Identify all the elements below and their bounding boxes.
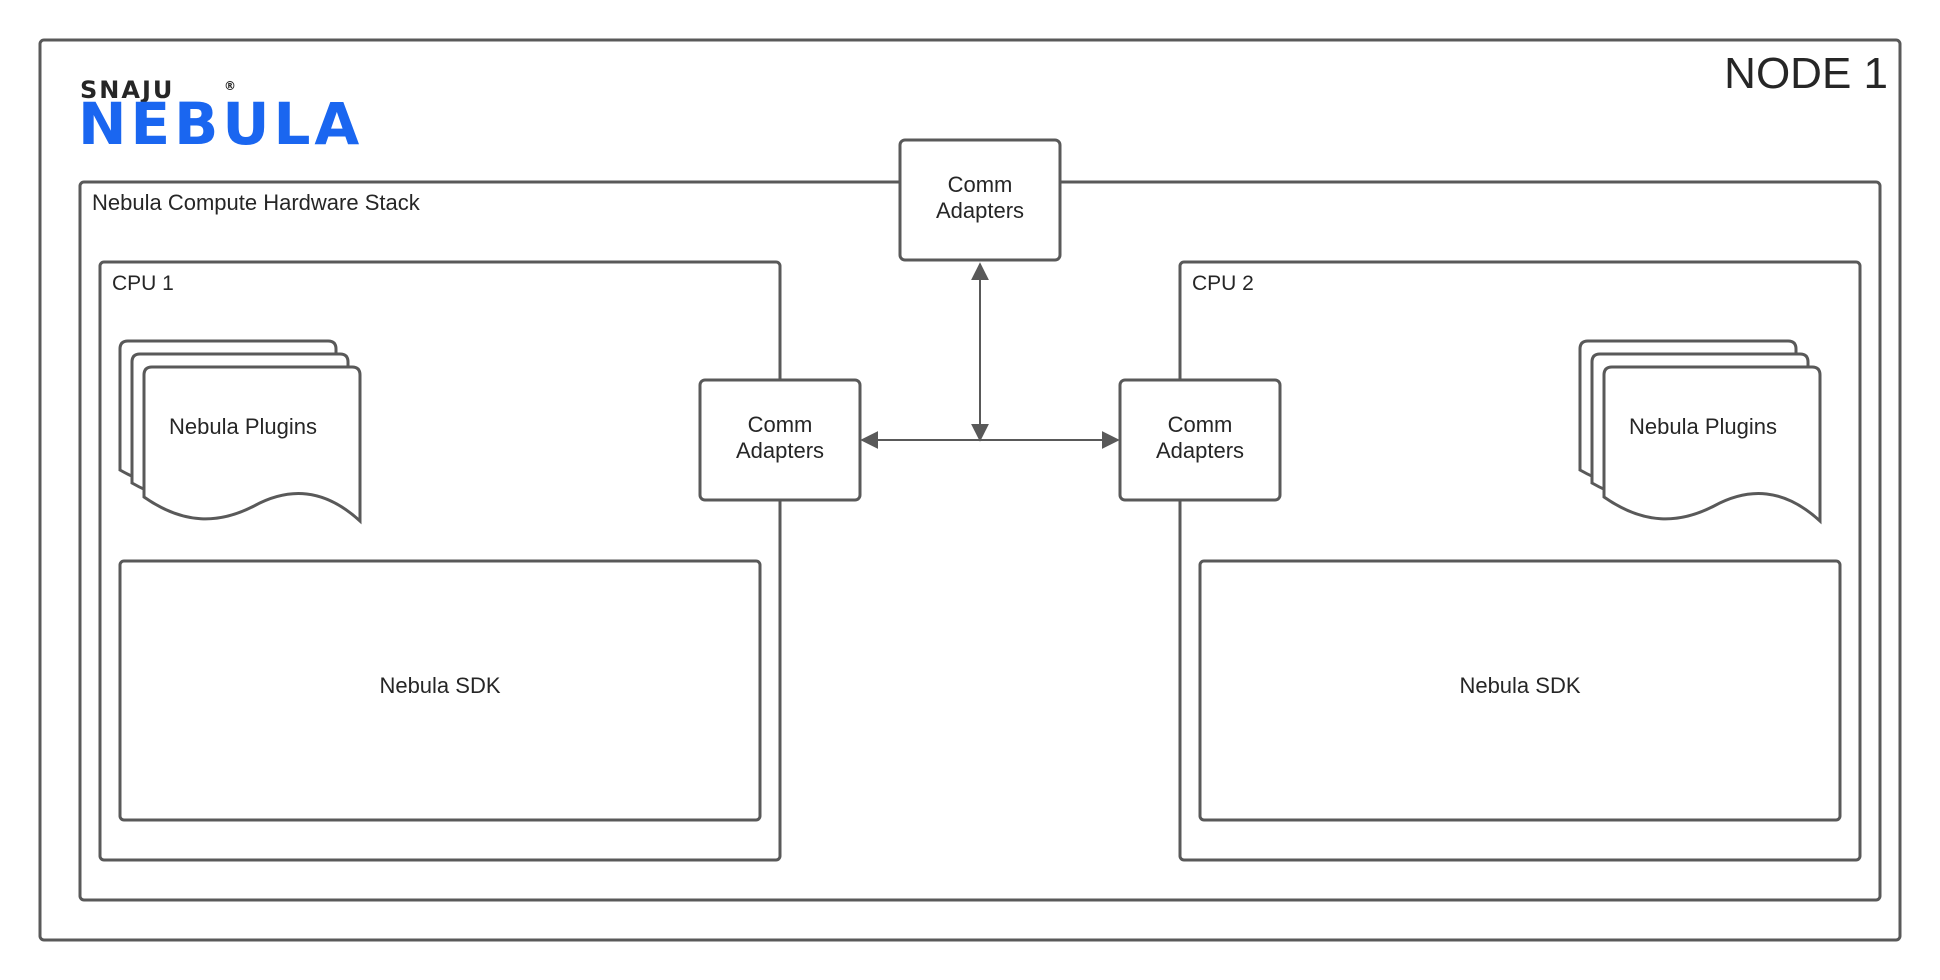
cpu2-comm-adapters-line2: Adapters [1156,438,1244,463]
logo-brand-small: SNAJU [80,76,174,104]
top-comm-adapters-line2: Adapters [936,198,1024,223]
logo-brand-big: NEBULA [78,90,363,158]
cpu2-plugins-stack: Nebula Plugins [1578,339,1822,525]
cpu1-comm-adapters-line2: Adapters [736,438,824,463]
snaju-nebula-logo: SNAJU ® NEBULA [78,76,363,158]
hardware-stack-title: Nebula Compute Hardware Stack [92,190,421,215]
cpu1-title: CPU 1 [112,272,174,295]
node-title: NODE 1 [1724,49,1888,98]
cpu1-plugins-label: Nebula Plugins [169,414,317,439]
top-comm-adapters-box [898,138,1062,262]
cpu2-comm-adapters-line1: Comm [1168,412,1233,437]
cpu1-comm-adapters-line1: Comm [748,412,813,437]
cpu2-sdk-box [1198,559,1842,822]
cpu2-sdk-label: Nebula SDK [1459,673,1580,698]
cpu2-title: CPU 2 [1192,272,1254,295]
cpu1-sdk-label: Nebula SDK [379,673,500,698]
cpu1-comm-adapters-box [698,378,862,502]
logo-registered-mark: ® [224,79,236,93]
top-comm-adapters-line1: Comm [948,172,1013,197]
cpu1-plugins-stack: Nebula Plugins [118,339,362,525]
cpu2-plugins-label: Nebula Plugins [1629,414,1777,439]
cpu1-sdk-box [118,559,762,822]
cpu2-comm-adapters-box [1118,378,1282,502]
